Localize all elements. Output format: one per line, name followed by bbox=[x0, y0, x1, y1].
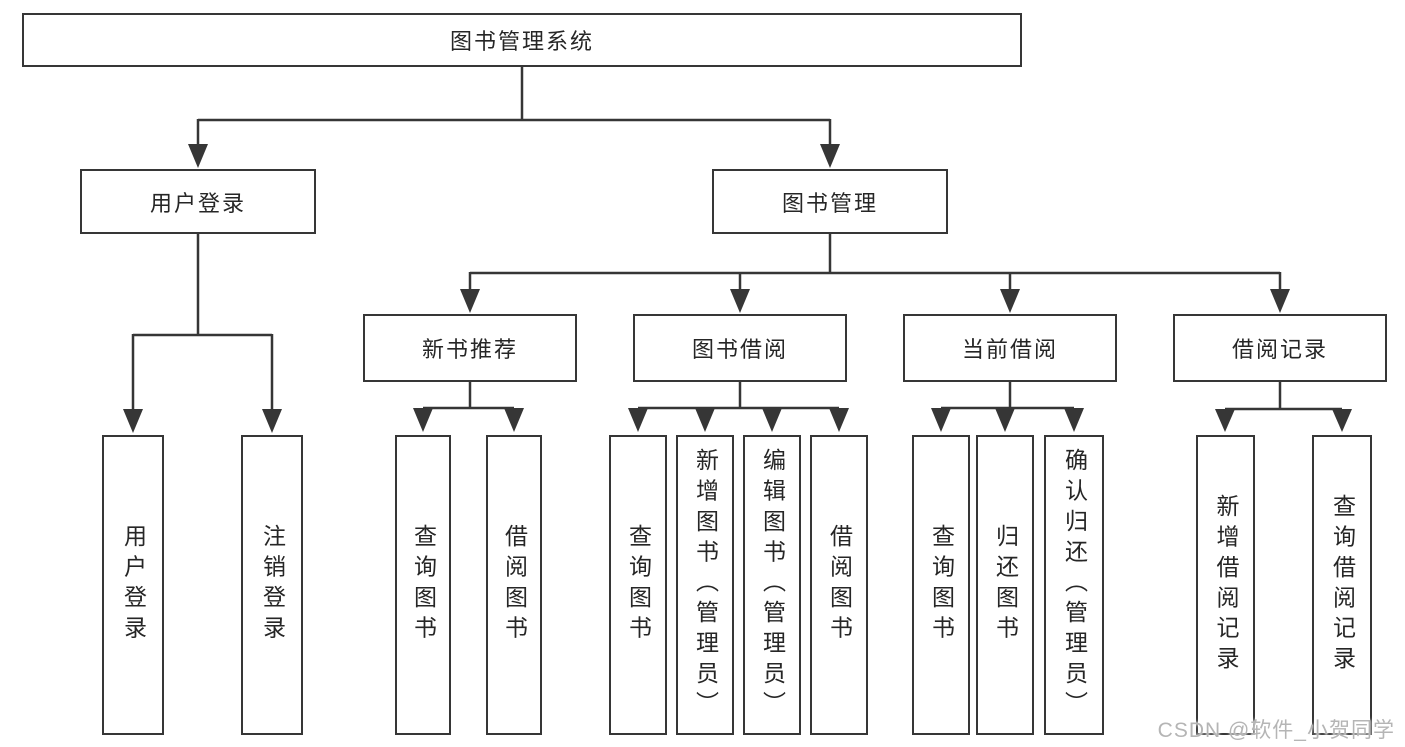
leaf-borrow-book-recommend: 借阅图书 bbox=[486, 435, 542, 735]
leaf-query-book-borrowing: 查询图书 bbox=[609, 435, 667, 735]
node-label: 图书借阅 bbox=[691, 337, 788, 362]
leaf-label: 归还图书 bbox=[992, 524, 1019, 646]
leaf-confirm-return-admin: 确认归还（管理员） bbox=[1044, 435, 1104, 735]
connector-current-borrowing-children bbox=[931, 382, 1084, 432]
connector-root-to-level2 bbox=[188, 67, 840, 168]
leaf-query-book-current: 查询图书 bbox=[912, 435, 970, 735]
leaf-logout-login: 注销登录 bbox=[241, 435, 303, 735]
leaf-label: 注销登录 bbox=[259, 524, 286, 646]
leaf-label: 用户登录 bbox=[120, 524, 147, 646]
leaf-label: 新增借阅记录 bbox=[1213, 493, 1239, 677]
node-book-management: 图书管理 bbox=[712, 169, 948, 234]
leaf-borrow-book-borrowing: 借阅图书 bbox=[810, 435, 868, 735]
node-label: 借阅记录 bbox=[1231, 337, 1328, 362]
leaf-return-book: 归还图书 bbox=[976, 435, 1034, 735]
leaf-add-borrow-record: 新增借阅记录 bbox=[1196, 435, 1255, 735]
node-label: 用户登录 bbox=[149, 190, 246, 216]
watermark-text: CSDN @软件_小贺同学 bbox=[1157, 719, 1395, 742]
leaf-label: 确认归还（管理员） bbox=[1061, 448, 1088, 722]
connector-book-borrowing-children bbox=[628, 382, 849, 432]
leaf-query-borrow-record: 查询借阅记录 bbox=[1312, 435, 1372, 735]
leaf-label: 新增图书（管理员） bbox=[692, 448, 719, 722]
node-new-book-recommendation: 新书推荐 bbox=[363, 314, 577, 382]
leaf-user-login: 用户登录 bbox=[102, 435, 164, 735]
leaf-label: 查询图书 bbox=[625, 524, 652, 646]
leaf-label: 查询借阅记录 bbox=[1329, 493, 1356, 677]
leaf-edit-book-admin: 编辑图书（管理员） bbox=[743, 435, 801, 735]
leaf-label: 借阅图书 bbox=[826, 524, 853, 646]
node-label: 新书推荐 bbox=[421, 337, 518, 362]
node-label: 当前借阅 bbox=[961, 337, 1058, 362]
node-current-borrowing: 当前借阅 bbox=[903, 314, 1117, 382]
leaf-label: 查询图书 bbox=[928, 524, 955, 646]
node-user-login: 用户登录 bbox=[80, 169, 316, 234]
connector-book-management-to-level3 bbox=[460, 234, 1290, 313]
node-borrowing-records: 借阅记录 bbox=[1173, 314, 1387, 382]
connector-new-book-children bbox=[413, 382, 524, 432]
node-library-management-system: 图书管理系统 bbox=[22, 13, 1022, 67]
leaf-query-book-recommend: 查询图书 bbox=[395, 435, 451, 735]
leaf-add-book-admin: 新增图书（管理员） bbox=[676, 435, 734, 735]
leaf-label: 借阅图书 bbox=[501, 524, 528, 646]
leaf-label: 编辑图书（管理员） bbox=[759, 448, 786, 722]
node-label: 图书管理系统 bbox=[449, 29, 594, 54]
connector-records-children bbox=[1215, 382, 1352, 432]
node-book-borrowing: 图书借阅 bbox=[633, 314, 847, 382]
node-label: 图书管理 bbox=[781, 190, 878, 216]
leaf-label: 查询图书 bbox=[410, 524, 437, 646]
connector-user-login-children bbox=[123, 234, 282, 433]
